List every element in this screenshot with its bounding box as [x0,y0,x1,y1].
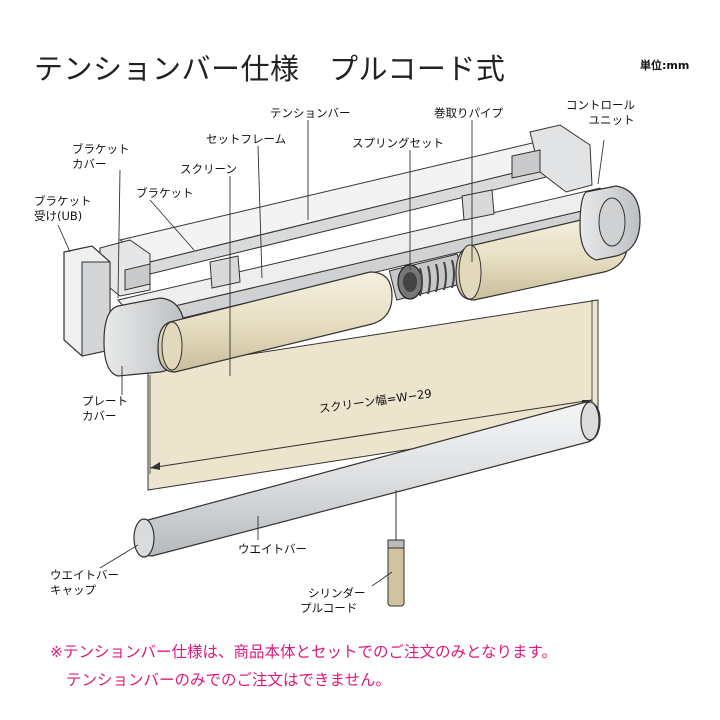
label-take-up-pipe: 巻取りパイプ [434,106,503,120]
label-tension-bar: テンションバー [270,106,351,120]
bracket-left [124,255,241,291]
unit-label: 単位:mm [640,59,690,72]
weight-bar-cap [133,401,600,558]
label-weight-bar: ウエイトバー [238,542,307,556]
bracket-right [461,149,541,221]
label-spring-set: スプリングセット [352,136,444,150]
label-set-frame: セットフレーム [206,132,287,146]
leader-lines [57,120,605,587]
take-up-roll-left [157,271,393,373]
label-bracket: ブラケット [136,186,194,200]
label-control-unit: コントロールユニット [566,98,635,127]
label-weight-bar-cap: ウエイトバーキャップ [50,568,119,597]
label-screen: スクリーン [180,162,237,176]
label-bracket-holder-ub: ブラケット受け(UB) [34,194,92,223]
order-note-1: ※テンションバー仕様は、商品本体とセットでのご注文のみとなります。 [50,643,557,661]
diagram-title: テンションバー仕様 プルコード式 [34,52,506,86]
cylinder-pull-cord [387,539,405,607]
label-bracket-cover: ブラケットカバー [72,142,130,171]
spring-set [388,253,466,301]
tension-bar [99,124,593,297]
label-cylinder-pull-cord: シリンダープルコード [300,586,366,615]
label-plate-cover: プレートカバー [82,394,128,423]
bracket-holder-ub [63,245,111,357]
order-note-2: テンションバーのみでのご注文はできません。 [66,671,392,689]
control-unit [579,185,641,261]
